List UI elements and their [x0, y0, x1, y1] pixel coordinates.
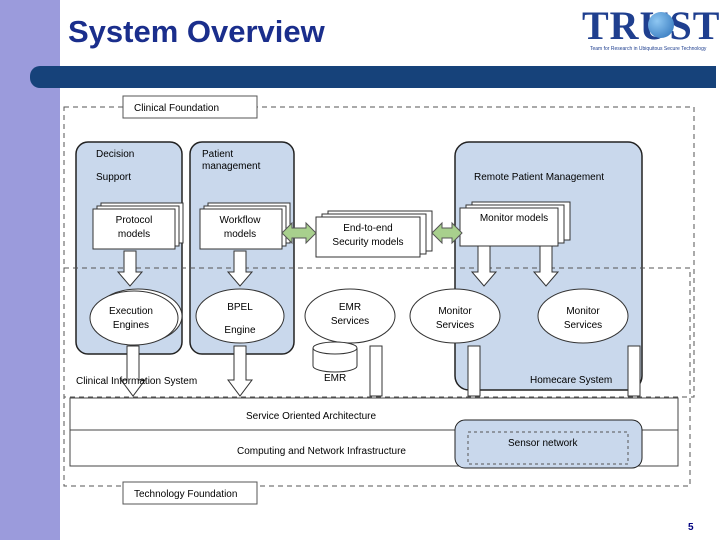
bpel-engine-ellipse [195, 288, 285, 344]
logo-tagline: Team for Research in Ubiquitous Secure T… [590, 46, 707, 52]
emr-database-label: EMR [324, 373, 346, 384]
connector-engines-soa [120, 345, 146, 397]
emr-services-ellipse [304, 288, 396, 344]
engine-label: Engine [224, 325, 256, 336]
clinical-foundation-tab [122, 95, 258, 119]
clinical-information-system-label: Clinical Information System [76, 376, 197, 387]
service-oriented-architecture-label: Service Oriented Architecture [246, 411, 376, 422]
double-arrow-security-monitor [431, 221, 463, 245]
connector-monitor1-soa [467, 345, 481, 397]
arrow-protocol-to-engines [116, 250, 144, 287]
arrow-workflow-to-bpel [226, 250, 254, 287]
security-models-doc [315, 216, 421, 258]
monitor-services-1-ellipse [409, 288, 501, 344]
computing-network-infrastructure-label: Computing and Network Infrastructure [237, 446, 406, 457]
monitor-services-2-ellipse [537, 288, 629, 344]
trust-logo: TRUST Team for Research in Ubiquitous Se… [582, 4, 719, 56]
system-overview-diagram: Clinical Foundation Technology Foundatio… [63, 95, 695, 505]
security-models-line1: End-to-end [343, 223, 392, 234]
security-models-line2: Security models [332, 237, 403, 248]
monitor-services-1-line1: Monitor [438, 306, 472, 317]
emr-database-top [312, 341, 358, 355]
sensor-network-label: Sensor network [508, 438, 578, 449]
technology-foundation-tab [122, 481, 258, 505]
arrow-monitor-models-to-services2 [532, 245, 560, 287]
slide-side-bar [0, 0, 60, 540]
page-number: 5 [688, 522, 694, 533]
sensor-network-frame [467, 431, 629, 465]
emr-services-line2: Services [331, 316, 369, 327]
emr-database-body [312, 348, 358, 373]
execution-engines-line1: Execution [109, 306, 153, 317]
remote-patient-management-label: Remote Patient Management [474, 172, 604, 183]
protocol-models-doc [92, 208, 176, 250]
workflow-models-line2: models [224, 229, 256, 240]
technology-foundation-label: Technology Foundation [134, 489, 237, 500]
patient-label: Patient [202, 149, 233, 160]
connector-monitor2-soa [627, 345, 641, 397]
workflow-models-line1: Workflow [220, 215, 262, 226]
protocol-models-line2: models [118, 229, 150, 240]
management-label: management [202, 161, 261, 172]
homecare-system-label: Homecare System [530, 375, 612, 386]
monitor-services-1-line2: Services [436, 320, 474, 331]
monitor-services-2-line2: Services [564, 320, 602, 331]
technology-foundation-frame [63, 267, 691, 487]
globe-icon [648, 12, 674, 38]
arrow-monitor-models-to-services1 [470, 245, 498, 287]
title-bar [30, 66, 716, 88]
workflow-models-doc [199, 208, 283, 250]
slide-title: System Overview [68, 14, 325, 49]
monitor-services-2-line1: Monitor [566, 306, 600, 317]
connector-bpel-soa [227, 345, 253, 397]
emr-services-line1: EMR [339, 302, 361, 313]
clinical-foundation-label: Clinical Foundation [134, 103, 219, 114]
protocol-models-line1: Protocol [116, 215, 153, 226]
clinical-foundation-frame [63, 106, 695, 398]
execution-engines-line2: Engines [113, 320, 149, 331]
execution-engines-ellipse [89, 290, 179, 346]
double-arrow-workflow-security [281, 221, 317, 245]
decision-label: Decision [96, 149, 134, 160]
monitor-models-doc [459, 207, 559, 247]
monitor-models-label: Monitor models [480, 213, 548, 224]
connector-emr-soa [369, 345, 383, 397]
support-label: Support [96, 172, 131, 183]
bpel-label: BPEL [227, 302, 253, 313]
